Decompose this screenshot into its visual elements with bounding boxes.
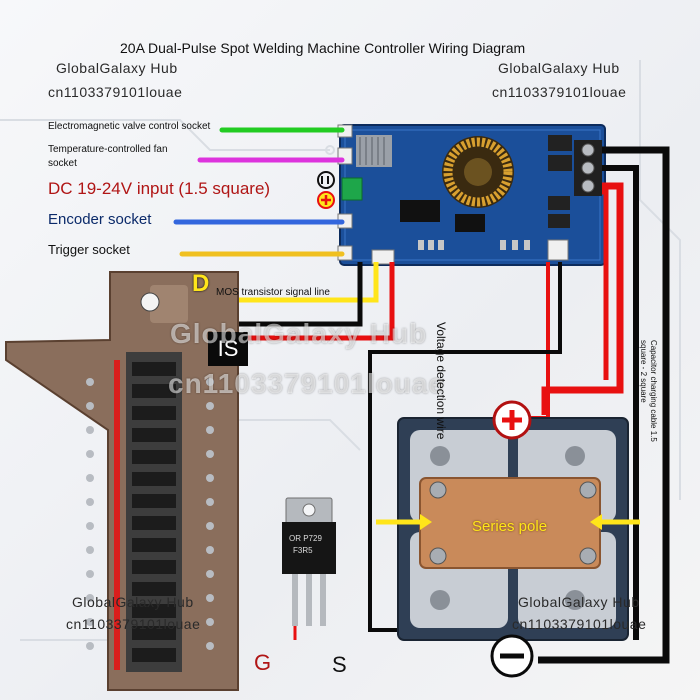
label-series-pole: Series pole [472,518,548,535]
watermark-brand-top-left: GlobalGalaxy Hub [56,60,178,76]
label-drain-letter: D [192,270,210,297]
transistor-marking-1: OR P729 [289,534,322,543]
watermark-brand-bottom-right: GlobalGalaxy Hub [518,594,640,610]
label-dc-input: DC 19-24V input (1.5 square) [48,179,271,198]
label-is: IS [208,332,248,366]
negative-charging-cable [538,146,670,664]
label-fan-socket-line1: Temperature-controlled fan [48,144,168,155]
series-pole-arrows [376,514,640,530]
watermark-big-code: cn1103379101louae [168,368,445,399]
label-capacitor-cable: Capacitor charging cable 1.5 square - 2 … [639,340,658,442]
watermark-brand-top-right: GlobalGalaxy Hub [498,60,620,76]
transistor-marking-2: F3R5 [293,546,313,555]
mosfet-row [132,362,176,662]
capacitor-pack [397,417,629,641]
label-mos-signal-line: MOS transistor signal line [216,287,330,298]
watermark-big-brand: GlobalGalaxy Hub [170,318,428,349]
watermark-brand-bottom-left: GlobalGalaxy Hub [72,594,194,610]
label-source-letter: S [332,652,347,677]
positive-terminal-symbol [492,400,532,440]
signal-wires [173,127,345,257]
watermark-code-bottom-right: cn1103379101louae [512,616,647,632]
negative-terminal-symbol [490,634,534,678]
positive-charging-cable [541,182,624,415]
label-valve-socket: Electromagnetic valve control socket [48,121,211,132]
label-gate-letter: G [254,650,272,675]
label-encoder-socket: Encoder socket [48,211,152,228]
mosfet-transistor [282,497,336,640]
label-voltage-detection: Voltage detection wire [434,322,448,440]
label-fan-socket-line2: socket [48,158,77,169]
watermark-code-top-left: cn1103379101louae [48,84,183,100]
gate-red-wire [240,262,395,341]
diagram-title: 20A Dual-Pulse Spot Welding Machine Cont… [120,40,526,56]
label-trigger-socket: Trigger socket [48,242,130,257]
watermark-code-top-right: cn1103379101louae [492,84,627,100]
watermark-code-bottom-left: cn1103379101louae [66,616,201,632]
controller-board [337,124,606,266]
dc-polarity-symbol [317,171,335,209]
mosfet-board [5,271,239,691]
